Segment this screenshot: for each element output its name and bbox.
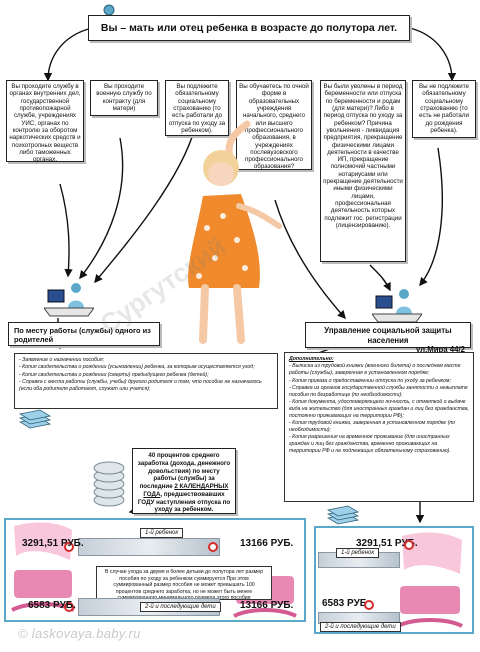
category-box-uninsured: Вы не подлежите обязательному социальном… [412,80,476,138]
doc-line: - Заявление о назначении пособия; [19,357,105,363]
doc-line: - Копия документа, удостоверяющего лично… [289,399,469,419]
doc-line: - Справка из органов государственной слу… [289,384,468,398]
benefit-bold: 2 КАЛЕНДАРНЫХ ГОДА [143,483,229,498]
child-illustration [175,118,285,353]
doc-line: - Копия свидетельства о рождении (смерти… [19,371,209,378]
doc-line: - Копия трудовой книжки, заверенная в ус… [289,420,456,434]
second-child-max: 13166 РУБ. [240,600,294,611]
worker-desk-icon-left [43,278,95,318]
category-text: Вы подлежите обязательному социальному с… [168,83,226,134]
category-box-military: Вы проходите военную службу по контракту… [90,80,158,116]
category-text: Вы были уволены в период беременности ил… [323,83,403,229]
right-second-child-label: 2-й и последующие дети [320,622,401,632]
uszn-label: Управление социальной защиты населения [324,326,452,345]
benefit-rule: 40 процентов среднего заработка (дохода,… [132,448,236,514]
doc-line: - Копия свидетельства о рождении (усынов… [19,364,255,371]
uszn-docs: Дополнительно: - Выписка из трудовой кни… [284,352,474,502]
category-text: Вы обучаетесь по очной форме в образоват… [239,83,309,171]
right-first-child-min: 3291,51 РУБ. [356,538,418,549]
employer-docs: - Заявление о назначении пособия; - Копи… [14,353,278,409]
first-child-label: 1-й ребенок [140,528,184,538]
documents-stack-icon [18,404,52,430]
min-amount-marker [364,600,374,610]
worker-desk-icon-right [371,284,423,324]
first-child-max: 13166 РУБ. [240,538,294,549]
crib-illustration [392,530,468,632]
right-second-child-min: 6583 РУБ. [322,598,370,609]
category-text: Вы проходите службу в органах внутренних… [9,83,81,164]
second-child-label: 2-й и последующие дети [140,602,221,612]
doc-line: - Копия приказа о предоставлении отпуска… [289,377,451,384]
doc-line: - Справка с места работы (службы, учебы)… [19,379,262,392]
min-amount-marker [64,542,74,552]
sum-rule-note: В случае ухода за двумя и более детьми д… [96,566,272,601]
category-text: Вы проходите военную службу по контракту… [96,83,152,112]
site-watermark: © laskovaya.baby.ru [18,626,141,641]
benefit-prefix: 40 процентов среднего заработка (дохода,… [137,452,231,490]
coins-icon [92,448,126,508]
doc-line: - Копия разрешения на временное проживан… [289,434,451,455]
employer-label: По месту работы (службы) одного из родит… [14,326,151,345]
min-amount-marker [64,602,74,612]
second-child-min: 6583 РУБ. [28,600,76,611]
benefit-suffix: , предшествовавших ГОДУ наступления отпу… [137,490,231,514]
category-text: Вы не подлежите обязательному социальном… [419,83,469,134]
documents-stack-icon [326,500,360,526]
doc-line: - Выписка из трудовой книжки (военного б… [289,363,461,377]
category-box-police: Вы проходите службу в органах внутренних… [6,80,84,164]
page-title: Вы – мать или отец ребенка в возрасте до… [88,15,410,41]
banknote [78,538,220,556]
category-box-dismissed: Вы были уволены в период беременности ил… [320,80,406,262]
crib-illustration [8,520,78,620]
category-box-insured: Вы подлежите обязательному социальному с… [165,80,229,136]
min-amount-marker [404,540,414,550]
max-amount-marker [208,542,218,552]
first-child-min: 3291,51 РУБ. [22,538,84,549]
employer-section-label: По месту работы (службы) одного из родит… [8,322,160,346]
uszn-section-label: Управление социальной защиты населения у… [305,322,471,354]
right-first-child-label: 1-й ребенок [336,548,380,558]
uszn-docs-heading: Дополнительно: [289,356,334,362]
uszn-address: ул.Мира 44/2 [415,345,465,355]
